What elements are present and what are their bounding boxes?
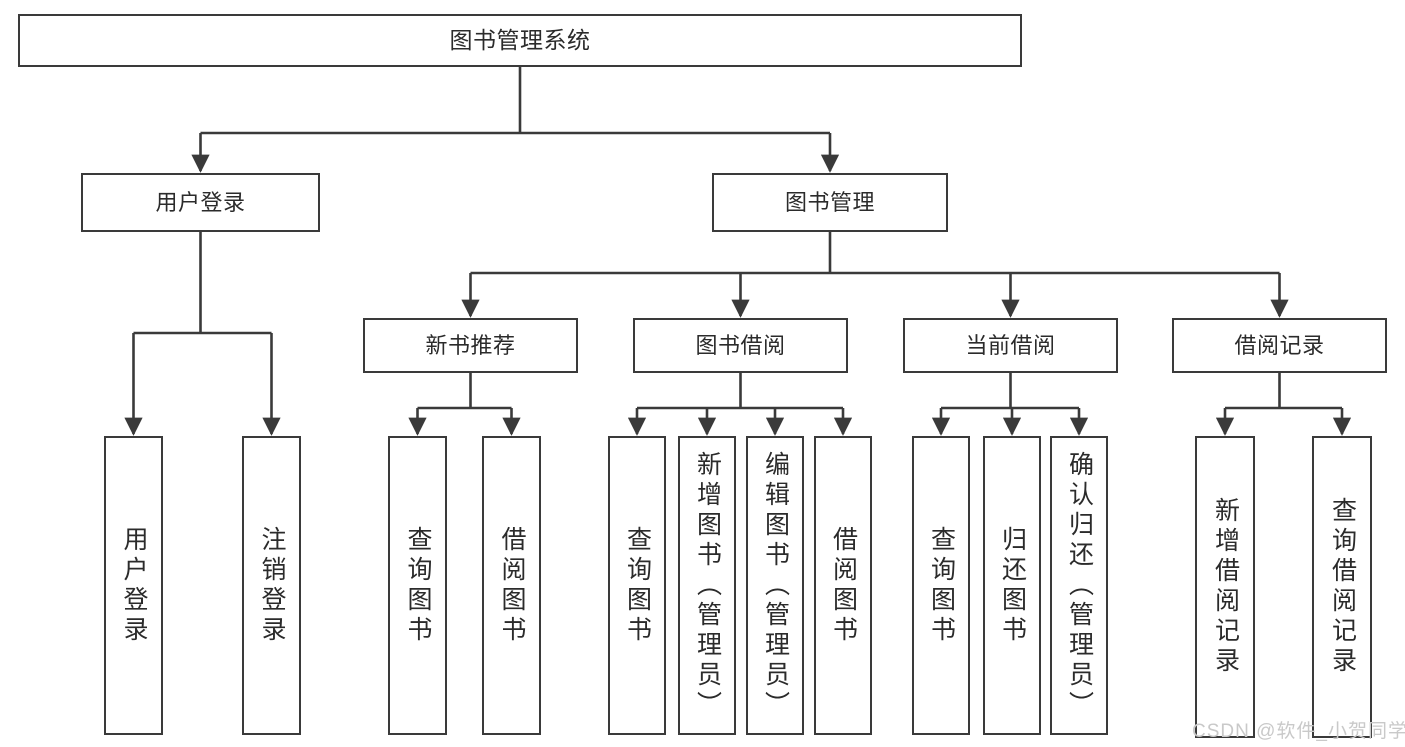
node-leaf-user-logout[interactable]: 注销登录 xyxy=(242,436,301,735)
node-current-borrow[interactable]: 当前借阅 xyxy=(903,318,1118,373)
node-label: 确认归还（管理员） xyxy=(1065,450,1094,721)
node-user-login[interactable]: 用户登录 xyxy=(81,173,320,232)
node-label: 借阅记录 xyxy=(1234,332,1325,358)
node-label: 注销登录 xyxy=(258,525,286,646)
node-label: 用户登录 xyxy=(120,525,148,646)
node-label: 用户登录 xyxy=(155,189,246,215)
node-label: 归还图书 xyxy=(998,525,1027,646)
node-label: 查询图书 xyxy=(623,525,652,646)
node-root[interactable]: 图书管理系统 xyxy=(18,14,1022,67)
node-leaf-borrow-book-1[interactable]: 借阅图书 xyxy=(482,436,541,735)
node-label: 查询图书 xyxy=(404,525,432,646)
node-leaf-confirm-return[interactable]: 确认归还（管理员） xyxy=(1050,436,1108,735)
node-leaf-query-book-2[interactable]: 查询图书 xyxy=(608,436,666,735)
node-label: 新增借阅记录 xyxy=(1211,497,1240,677)
watermark-text: CSDN @软件_小贺同学 xyxy=(1192,721,1405,742)
node-label: 新增图书（管理员） xyxy=(693,450,722,721)
node-label: 新书推荐 xyxy=(425,332,516,358)
node-label: 图书借阅 xyxy=(695,332,786,358)
node-leaf-query-record[interactable]: 查询借阅记录 xyxy=(1312,436,1372,738)
node-leaf-user-login[interactable]: 用户登录 xyxy=(104,436,163,735)
node-leaf-edit-book[interactable]: 编辑图书（管理员） xyxy=(746,436,804,735)
node-new-book-rec[interactable]: 新书推荐 xyxy=(363,318,578,373)
node-label: 当前借阅 xyxy=(965,332,1056,358)
node-label: 图书管理系统 xyxy=(449,26,591,53)
node-label: 查询借阅记录 xyxy=(1328,497,1357,677)
node-label: 图书管理 xyxy=(784,189,875,215)
node-leaf-add-record[interactable]: 新增借阅记录 xyxy=(1195,436,1255,738)
node-label: 查询图书 xyxy=(927,525,956,646)
node-label: 编辑图书（管理员） xyxy=(761,450,790,721)
node-leaf-query-book-1[interactable]: 查询图书 xyxy=(388,436,447,735)
node-label: 借阅图书 xyxy=(498,525,526,646)
node-book-borrow[interactable]: 图书借阅 xyxy=(633,318,848,373)
node-borrow-record[interactable]: 借阅记录 xyxy=(1172,318,1387,373)
node-leaf-query-book-3[interactable]: 查询图书 xyxy=(912,436,970,735)
node-label: 借阅图书 xyxy=(829,525,858,646)
node-leaf-add-book[interactable]: 新增图书（管理员） xyxy=(678,436,736,735)
node-book-manage[interactable]: 图书管理 xyxy=(712,173,948,232)
node-leaf-return-book[interactable]: 归还图书 xyxy=(983,436,1041,735)
node-leaf-borrow-book-2[interactable]: 借阅图书 xyxy=(814,436,872,735)
